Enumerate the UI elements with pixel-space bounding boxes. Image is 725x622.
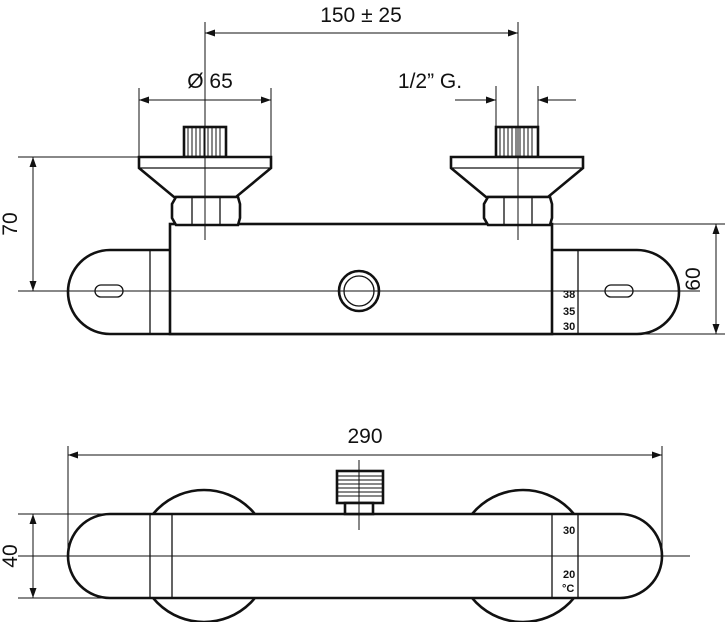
front-dimensions: 150 ± 25 Ø 65 1/2” G. 70 60 xyxy=(0,4,725,335)
front-view: 38 35 30 xyxy=(18,22,700,336)
scale-front-38: 38 xyxy=(563,289,575,301)
dim-diameter-label: Ø 65 xyxy=(187,70,233,93)
outlet-thread xyxy=(335,469,385,516)
scale-front-35: 35 xyxy=(563,306,575,318)
dim-spacing-label: 150 ± 25 xyxy=(320,4,402,27)
dim-height-60-label: 60 xyxy=(682,267,705,290)
scale-top-degree-c: °C xyxy=(562,583,574,595)
top-view: 30 20 °C xyxy=(18,460,690,622)
dim-height-70-label: 70 xyxy=(0,212,22,235)
dim-thread-label: 1/2” G. xyxy=(398,70,462,93)
scale-top-30: 30 xyxy=(563,525,575,537)
scale-front-30: 30 xyxy=(563,321,575,333)
dim-width-290-label: 290 xyxy=(347,425,382,448)
dim-depth-40-label: 40 xyxy=(0,544,22,567)
right-inlet xyxy=(449,125,585,227)
scale-top-20: 20 xyxy=(563,569,575,581)
top-dimensions: 290 40 xyxy=(0,425,663,599)
